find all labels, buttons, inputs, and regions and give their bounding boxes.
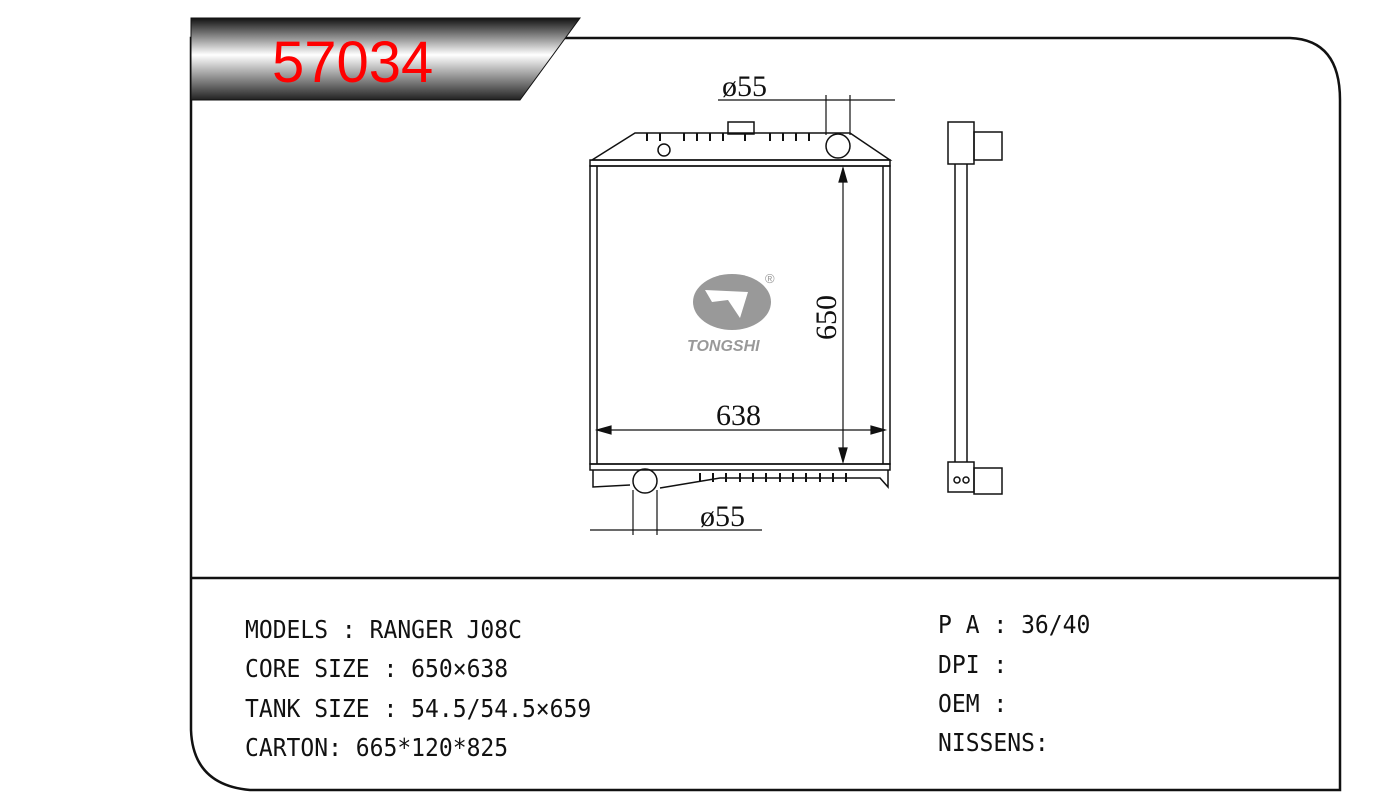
- dim-bottom-outlet: ø55: [700, 500, 745, 533]
- spec-label: DPI :: [938, 650, 1022, 679]
- spec-carton: CARTON: 665*120*825: [245, 733, 508, 762]
- dim-width: 638: [716, 399, 761, 432]
- spec-label: NISSENS:: [938, 728, 1049, 757]
- part-number: 57034: [272, 30, 433, 95]
- spec-models: MODELS : RANGER J08C: [245, 615, 522, 644]
- spec-value: RANGER J08C: [369, 615, 522, 644]
- sheet-frame: [189, 36, 1342, 792]
- spec-dpi: DPI :: [938, 650, 1021, 679]
- spec-value: 665*120*825: [355, 733, 509, 762]
- fin-marks: [646, 133, 847, 482]
- tongshi-logo: ® TONGSHI: [687, 271, 775, 355]
- logo-text: TONGSHI: [687, 338, 760, 355]
- spec-label: CARTON:: [245, 733, 356, 762]
- logo-registered-mark: ®: [765, 271, 775, 286]
- title-banner: [190, 17, 581, 101]
- dim-top-inlet: ø55: [722, 70, 767, 103]
- spec-label: MODELS :: [245, 615, 370, 644]
- spec-label: P A :: [938, 610, 1022, 639]
- spec-oem: OEM :: [938, 689, 1021, 718]
- dimension-lines: [590, 95, 895, 535]
- radiator-side-view: [947, 121, 1003, 495]
- spec-nissens: NISSENS:: [938, 728, 1049, 757]
- spec-label: CORE SIZE :: [245, 654, 412, 683]
- spec-label: OEM :: [938, 689, 1022, 718]
- dim-height: 650: [810, 295, 843, 340]
- spec-tank-size: TANK SIZE : 54.5/54.5×659: [245, 694, 591, 723]
- spec-label: TANK SIZE :: [245, 694, 412, 723]
- spec-pa: P A : 36/40: [938, 610, 1090, 639]
- spec-value: 54.5/54.5×659: [411, 694, 592, 723]
- spec-core-size: CORE SIZE : 650×638: [245, 654, 508, 683]
- spec-value: 650×638: [411, 654, 509, 683]
- spec-value: 36/40: [1021, 610, 1091, 639]
